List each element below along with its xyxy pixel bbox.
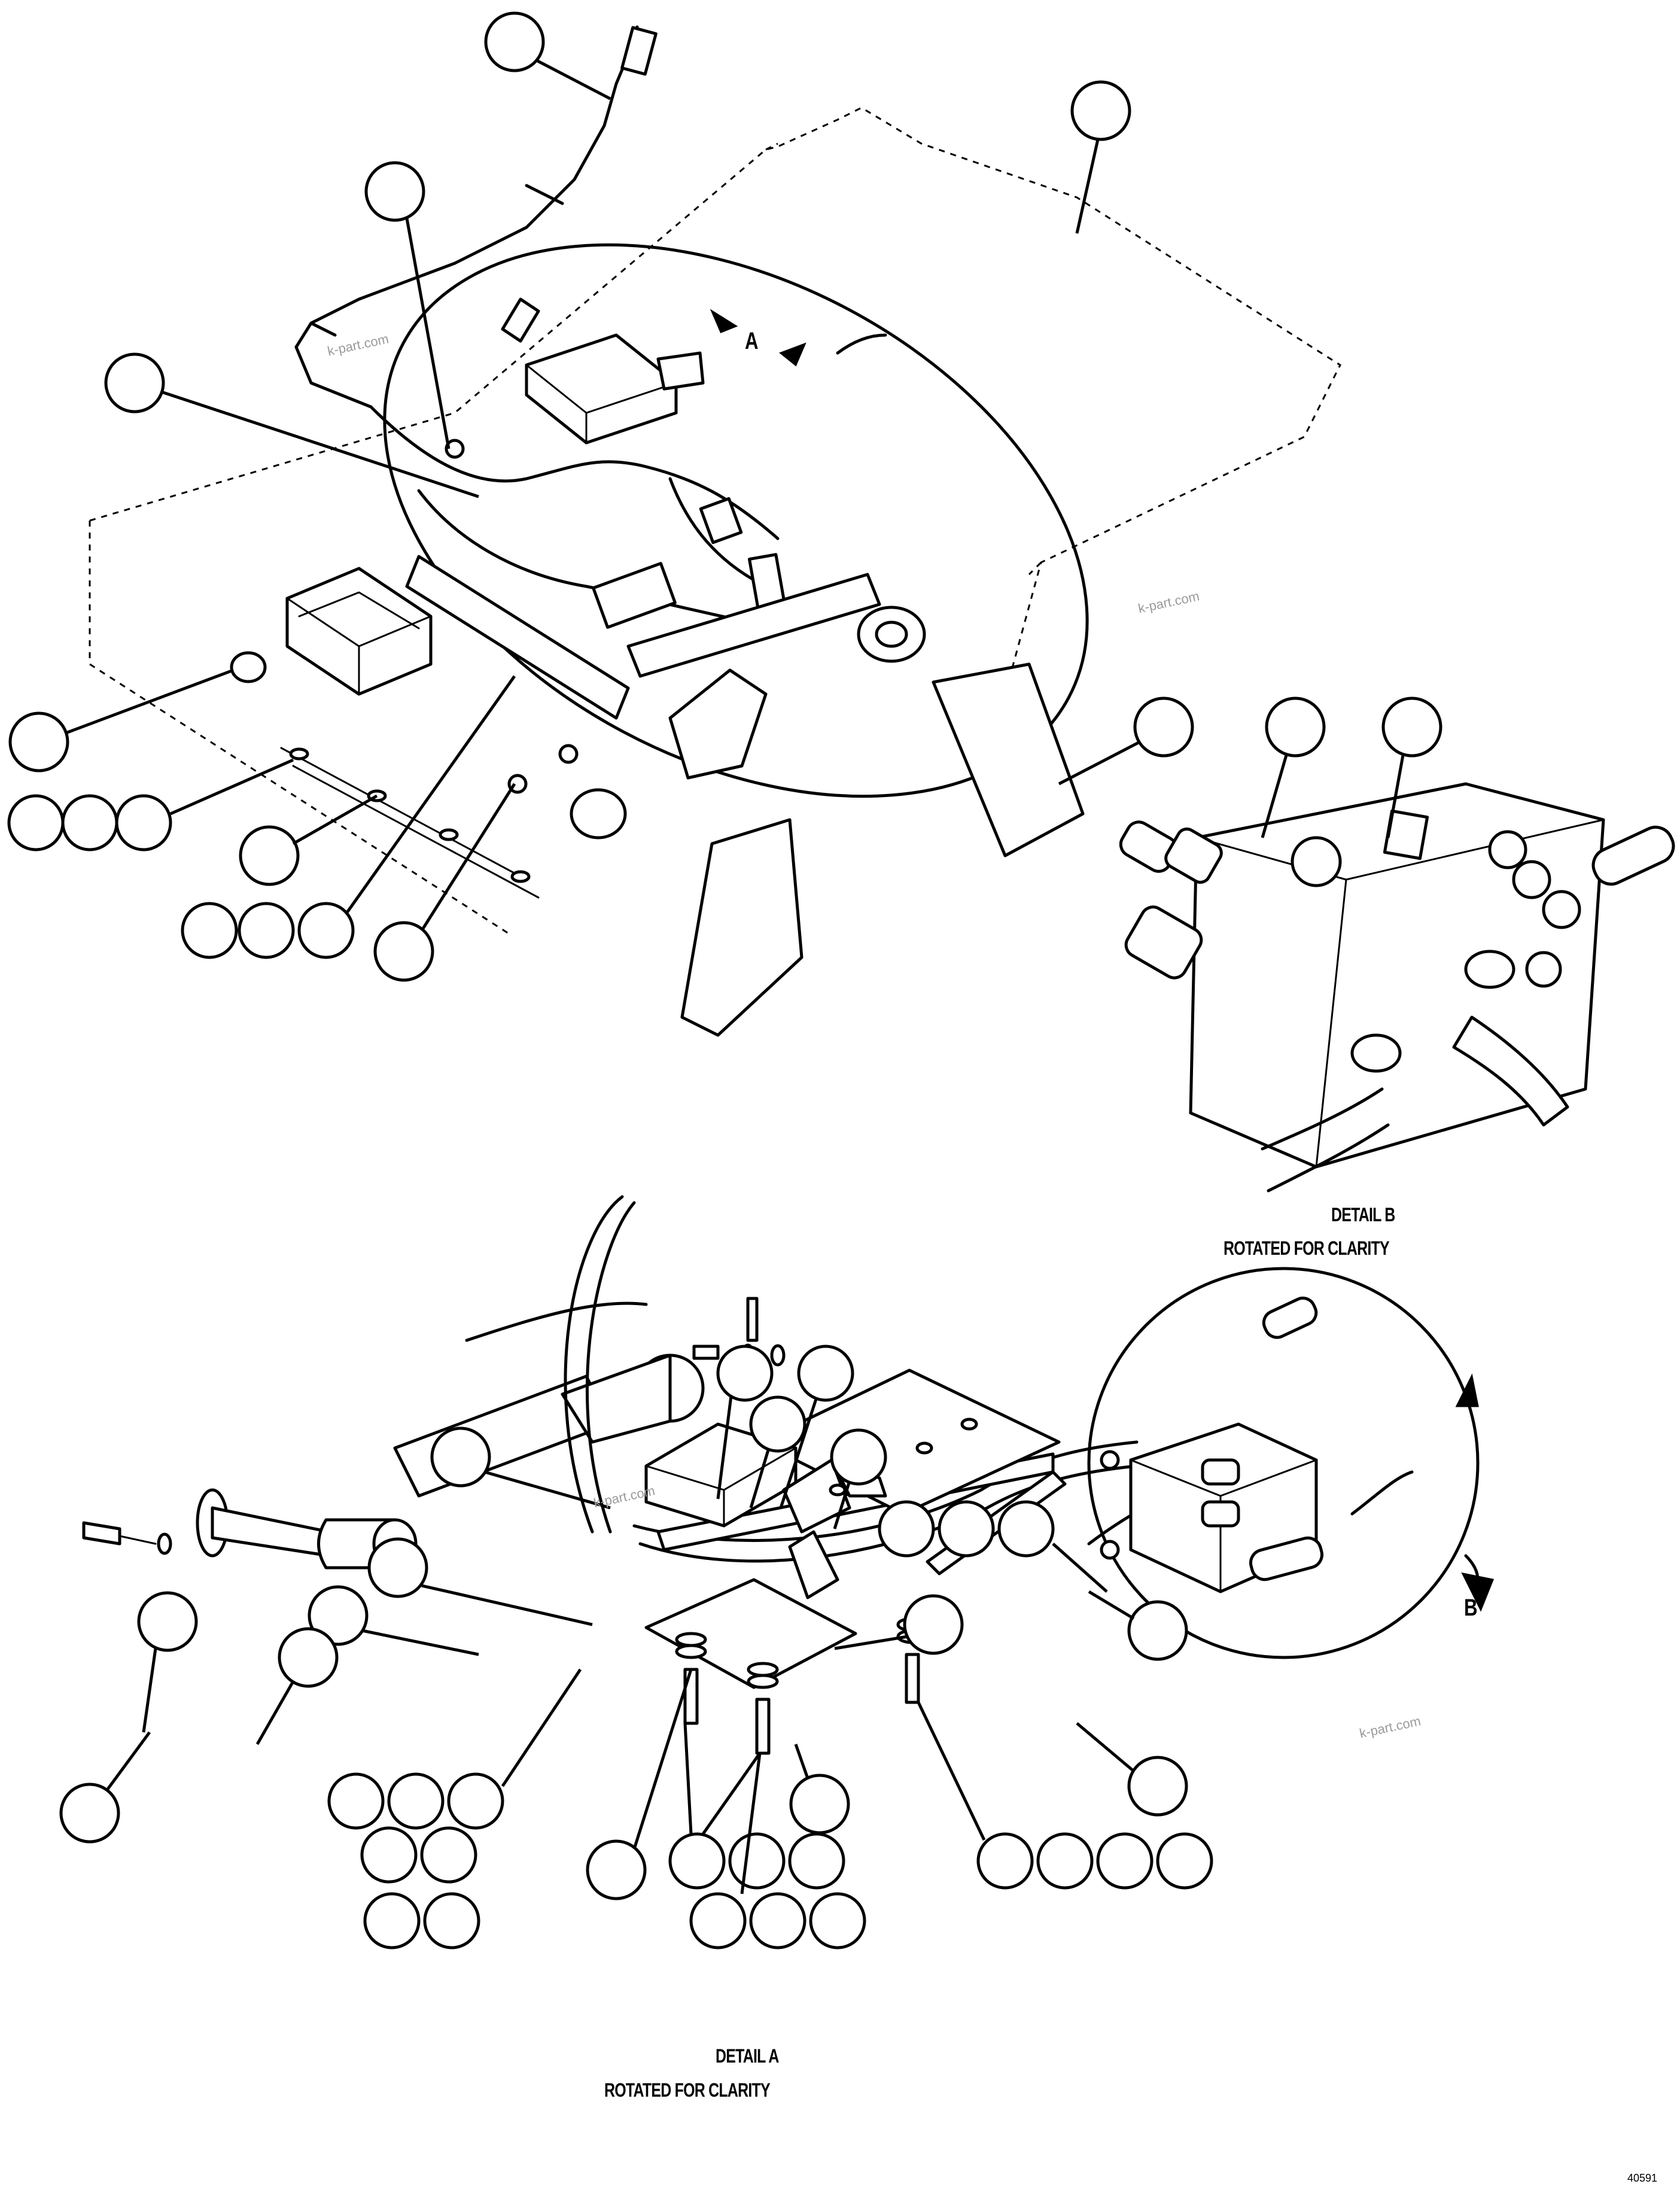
tank-outline [89, 107, 1341, 935]
callout-bubble [1265, 696, 1326, 758]
callout-bubble [788, 1832, 845, 1890]
detail-a-callouts [59, 1345, 1213, 1949]
callout-bubble [115, 794, 172, 851]
top-callouts [7, 11, 1194, 982]
callout-bubble [716, 1345, 774, 1402]
callout-bubble [830, 1428, 887, 1486]
callout-bubble [1036, 1832, 1094, 1890]
detail-a-ellipse [383, 243, 1089, 798]
callout-bubble [749, 1892, 806, 1949]
callout-bubble [430, 1427, 491, 1488]
callout-bubble [689, 1892, 747, 1949]
callout-bubble [1127, 1756, 1188, 1817]
detail-b-title: DETAIL B [1331, 1204, 1395, 1225]
callout-bubble [387, 1772, 445, 1830]
callout-bubble [586, 1839, 647, 1900]
callout-bubble [59, 1783, 120, 1844]
callout-bubble [1133, 696, 1194, 758]
callout-bubble [1096, 1832, 1154, 1890]
callout-bubble [181, 902, 238, 959]
callout-bubble [997, 1500, 1055, 1558]
detail-a-title: DETAIL A [716, 2045, 779, 2067]
detail-a-assembly [82, 1195, 1234, 1755]
callout-bubble [367, 1537, 428, 1598]
detail-b-marker: B [1464, 1595, 1478, 1621]
detail-b-callouts [1261, 696, 1442, 838]
callout-bubble [61, 794, 118, 851]
top-assembly [230, 25, 1085, 1037]
callout-bubble [797, 1345, 854, 1402]
callout-bubble [104, 352, 165, 413]
callout-bubble [420, 1826, 477, 1884]
callout-bubble [749, 1395, 806, 1453]
callout-bubble [668, 1832, 726, 1890]
callout-bubble [238, 902, 295, 959]
drawing-reference: 40591 [1627, 2172, 1658, 2184]
callout-bubble [8, 711, 69, 772]
detail-a-marker: A [745, 328, 759, 354]
callout-bubble [447, 1772, 504, 1830]
detail-b-valve [1119, 782, 1675, 1193]
callout-bubble [1070, 80, 1131, 141]
callout-bubble [308, 1585, 369, 1646]
callout-bubble [484, 11, 545, 72]
callout-bubble [278, 1627, 339, 1688]
callout-bubble [423, 1892, 480, 1949]
callout-bubble [327, 1772, 385, 1830]
callout-bubble [364, 161, 425, 222]
callout-bubble [976, 1832, 1034, 1890]
callout-bubble [1127, 1600, 1188, 1661]
callout-bubble [297, 902, 355, 959]
callout-bubble [938, 1500, 995, 1558]
detail-a-subtitle: ROTATED FOR CLARITY [604, 2079, 771, 2101]
detail-b-circle [1087, 1267, 1495, 1659]
callout-bubble [903, 1594, 964, 1655]
callout-bubble [789, 1774, 850, 1835]
callout-bubble [1381, 696, 1442, 758]
detail-b-subtitle: ROTATED FOR CLARITY [1224, 1237, 1390, 1259]
callout-bubble [239, 825, 300, 886]
callout-bubble [373, 921, 434, 982]
callout-bubble [728, 1832, 786, 1890]
callout-bubble [363, 1892, 421, 1949]
callout-bubble [1156, 1832, 1213, 1890]
callout-bubble [7, 794, 65, 851]
callout-bubble [809, 1892, 866, 1949]
callout-bubble [360, 1826, 418, 1884]
callout-bubble [137, 1591, 198, 1652]
callout-bubble [878, 1500, 935, 1558]
